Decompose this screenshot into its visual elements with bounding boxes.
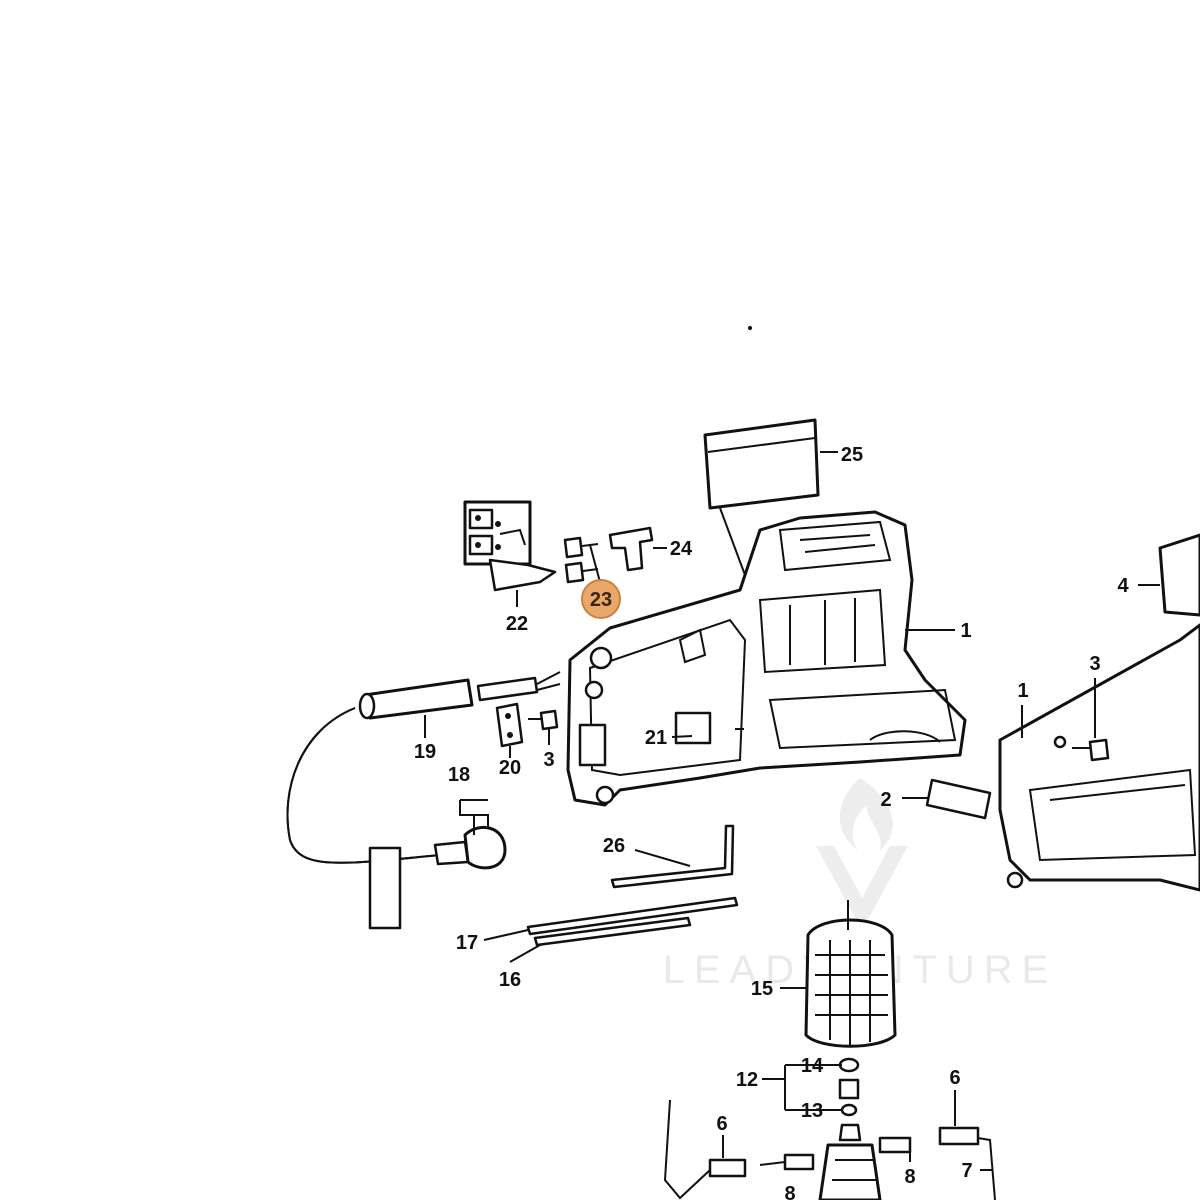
watermark-v-icon xyxy=(816,846,908,930)
callout-23-highlight: 23 xyxy=(581,579,621,619)
label-3-right: 3 xyxy=(1089,653,1100,675)
label-14: 14 xyxy=(801,1055,824,1077)
label-1: 1 xyxy=(960,620,971,642)
part-26-hex-key xyxy=(610,824,735,889)
part-25-label-plate xyxy=(703,418,838,576)
label-12: 12 xyxy=(736,1069,758,1091)
part-armature xyxy=(818,1123,882,1200)
label-4: 4 xyxy=(1117,575,1129,597)
part-15-motor-field xyxy=(780,900,897,1048)
label-24: 24 xyxy=(670,538,693,560)
label-19: 19 xyxy=(414,741,436,763)
label-6-right: 6 xyxy=(949,1067,960,1089)
label-6-left: 6 xyxy=(716,1113,727,1135)
label-3-left: 3 xyxy=(543,749,554,771)
label-21: 21 xyxy=(645,727,667,749)
part-17-rod xyxy=(483,896,739,941)
part-21-decal xyxy=(671,711,712,745)
label-15: 15 xyxy=(751,978,773,1000)
label-26: 26 xyxy=(603,835,625,857)
label-18: 18 xyxy=(448,764,470,786)
label-20: 20 xyxy=(499,757,521,779)
part-19-grip-sleeve xyxy=(358,671,561,738)
watermark-flame-icon xyxy=(839,778,893,850)
label-2: 2 xyxy=(880,789,891,811)
part-8-brush-left xyxy=(759,1153,815,1171)
label-17: 17 xyxy=(456,932,478,954)
part-20-cable-clamp xyxy=(495,702,524,758)
part-6-brush-holder-left xyxy=(708,1135,747,1178)
label-13: 13 xyxy=(801,1100,823,1122)
part-6-brush-holder-right xyxy=(938,1090,980,1146)
part-24-clip xyxy=(608,526,667,572)
part-1-housing-left xyxy=(566,510,967,807)
part-22-switch xyxy=(463,500,557,607)
label-7: 7 xyxy=(961,1160,972,1182)
part-12-13-14-bearings xyxy=(762,1057,860,1117)
label-16: 16 xyxy=(499,969,521,991)
part-4-cover xyxy=(1138,533,1200,617)
label-22: 22 xyxy=(506,613,528,635)
label-8-right: 8 xyxy=(904,1166,915,1188)
part-18-cable-assembly xyxy=(286,707,507,930)
label-25: 25 xyxy=(841,444,863,466)
part-23-screws xyxy=(563,536,601,584)
label-1-right: 1 xyxy=(1017,680,1028,702)
stray-dot xyxy=(748,326,752,330)
part-16-rod xyxy=(509,916,692,963)
part-7-wire xyxy=(663,1099,996,1200)
label-8-left: 8 xyxy=(784,1183,795,1200)
part-8-brush-right xyxy=(878,1136,912,1162)
part-2-foam-pad xyxy=(902,778,992,820)
part-3-screw-right xyxy=(1053,678,1110,762)
part-3-screw-left xyxy=(528,709,559,745)
label-23: 23 xyxy=(590,589,612,611)
